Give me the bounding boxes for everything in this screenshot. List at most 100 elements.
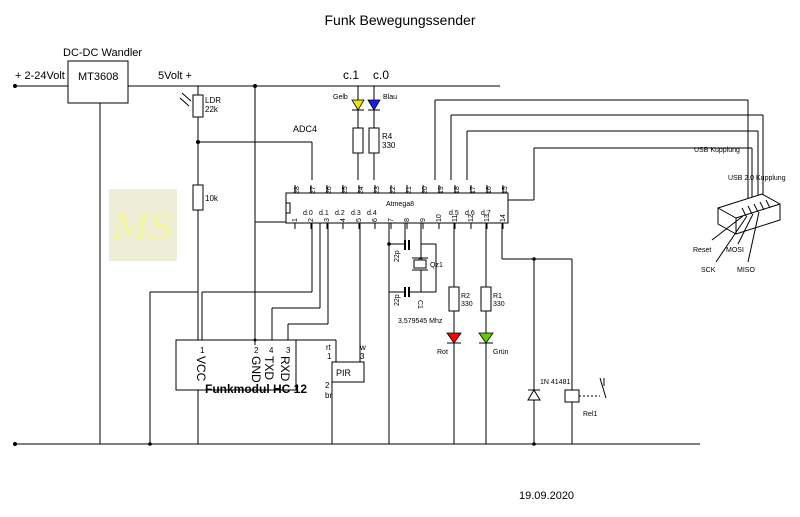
mcu-pin-top-number: 23	[374, 186, 381, 194]
mcu-pin-bottom-number: 7	[388, 218, 395, 222]
led-c0-label: c.0	[373, 68, 389, 82]
relay-label: Rel1	[583, 411, 598, 418]
mcu-pin-top-number: 21	[406, 186, 413, 194]
usb-pin	[759, 201, 765, 211]
led-c1-label: c.1	[343, 68, 359, 82]
led-blau-label: Blau	[383, 94, 397, 101]
mcu-pin-top-number: 20	[422, 186, 429, 194]
resistor-r2	[448, 286, 460, 312]
green-led	[478, 332, 494, 344]
pir-pin2: 2	[325, 381, 330, 390]
ldr-light-arrow-2	[181, 92, 192, 102]
mcu-port-label: d.3	[351, 210, 361, 217]
diode-1n4148	[527, 389, 541, 401]
supply-input-label: + 2-24Volt	[15, 70, 65, 82]
vcc-label: 5Volt +	[158, 70, 192, 82]
mcu-port-label: d.0	[303, 210, 313, 217]
chip-notch	[285, 202, 291, 214]
vcc-node	[253, 84, 257, 88]
resistor-yellow	[352, 127, 364, 154]
node	[387, 242, 391, 246]
atmega8-chip	[285, 192, 509, 224]
node	[148, 442, 152, 446]
resistor-10k	[192, 184, 204, 211]
r4-value: 330	[382, 141, 396, 150]
pir-br: br	[325, 391, 332, 400]
mcu-pin-top-number: 22	[390, 186, 397, 194]
date-label: 19.09.2020	[519, 490, 574, 502]
mcu-port-label: d.5	[449, 210, 459, 217]
relay-contact	[599, 377, 607, 399]
gnd-terminal	[13, 442, 17, 446]
mcu-pin-top-number: 24	[358, 186, 365, 194]
pir-sensor	[331, 361, 365, 383]
mcu-pin-bottom-number: 1	[292, 218, 299, 222]
mcu-pin-top-number: 26	[326, 186, 333, 194]
node	[532, 257, 536, 261]
mcu-pin-bottom-number: 11	[452, 215, 459, 222]
hc12-module	[175, 339, 297, 391]
mcu-pin-top-number: 17	[470, 186, 477, 194]
node	[532, 442, 536, 446]
mcu-pin-bottom-number: 2	[308, 218, 315, 222]
mcu-pin-bottom-number: 3	[324, 218, 331, 222]
hc12-rxd: RXD	[278, 356, 292, 382]
mcu-pin-bottom-number: 9	[420, 218, 427, 222]
ldr-name: LDR	[205, 96, 221, 105]
mcu-pin-top-number: 16	[486, 186, 493, 194]
mcu-pin-bottom-number: 5	[356, 218, 363, 222]
hc12-vcc: VCC	[194, 356, 208, 382]
isp-mosi-wire	[737, 213, 754, 245]
usb-pin	[741, 207, 747, 217]
hc12-pin-num-2: 2	[254, 346, 259, 355]
isp-sck-wire	[715, 215, 748, 263]
usb-pin	[747, 205, 753, 215]
mcu-pin-top-number: 19	[438, 186, 445, 194]
usb2-label: USB 2.0 Kupplung	[728, 175, 786, 182]
mcu-pin-top-number: 25	[342, 186, 349, 194]
r4-name: R4	[382, 132, 393, 141]
hc12-title: Funkmodul HC 12	[205, 382, 307, 396]
mcu-pin-bottom-number: 13	[484, 214, 491, 222]
hc12-pin-num-3: 3	[286, 346, 291, 355]
adc4-label: ADC4	[293, 124, 317, 134]
dcdc-converter-box	[67, 60, 129, 104]
schematic-title: Funk Bewegungssender	[325, 12, 476, 28]
ms-logo-tile	[109, 189, 177, 261]
hc12-pin-num-1: 1	[200, 346, 205, 355]
isp-reset-wire	[711, 215, 744, 241]
mcu-pin-bottom-number: 6	[372, 218, 379, 222]
mcu-port-label: d.6	[465, 210, 475, 217]
blue-led	[367, 99, 381, 111]
pir-label: PIR	[336, 368, 352, 378]
led-gelb-label: Gelb	[333, 94, 348, 101]
isp-mosi-label: MOSI	[726, 247, 744, 254]
r2-value: 330	[461, 301, 473, 308]
ldr-value: 22k	[205, 105, 219, 114]
mcu-pin-bottom-number: 8	[404, 218, 411, 222]
mcu-pin-top-number: 27	[310, 186, 317, 194]
mcu-port-label: d.1	[319, 210, 329, 217]
crystal-qz1	[413, 259, 427, 269]
mcu-pin-bottom-number: 10	[436, 214, 443, 222]
usb-kupplung-label: USB Kupplung	[694, 147, 740, 154]
c2-cap: 22p	[394, 250, 401, 262]
ldr-light-arrow-1	[179, 97, 190, 107]
r1-name: R1	[493, 293, 502, 300]
led-rot-label: Rot	[437, 349, 448, 356]
mcu-pin-bottom-number: 12	[468, 214, 475, 222]
yellow-led	[351, 99, 365, 111]
ldr-resistor	[192, 94, 204, 118]
pir-pin1: 1	[327, 352, 332, 361]
hc12-gnd: GND	[249, 356, 263, 383]
isp-miso-label: MISO	[737, 267, 755, 274]
dcdc-part: MT3608	[78, 71, 118, 83]
resistor-r4	[368, 127, 380, 154]
relay-coil	[564, 389, 580, 403]
r2-name: R2	[461, 293, 470, 300]
mcu-pin-bottom-number: 14	[500, 214, 507, 222]
hc12-txd: TXD	[262, 356, 276, 380]
